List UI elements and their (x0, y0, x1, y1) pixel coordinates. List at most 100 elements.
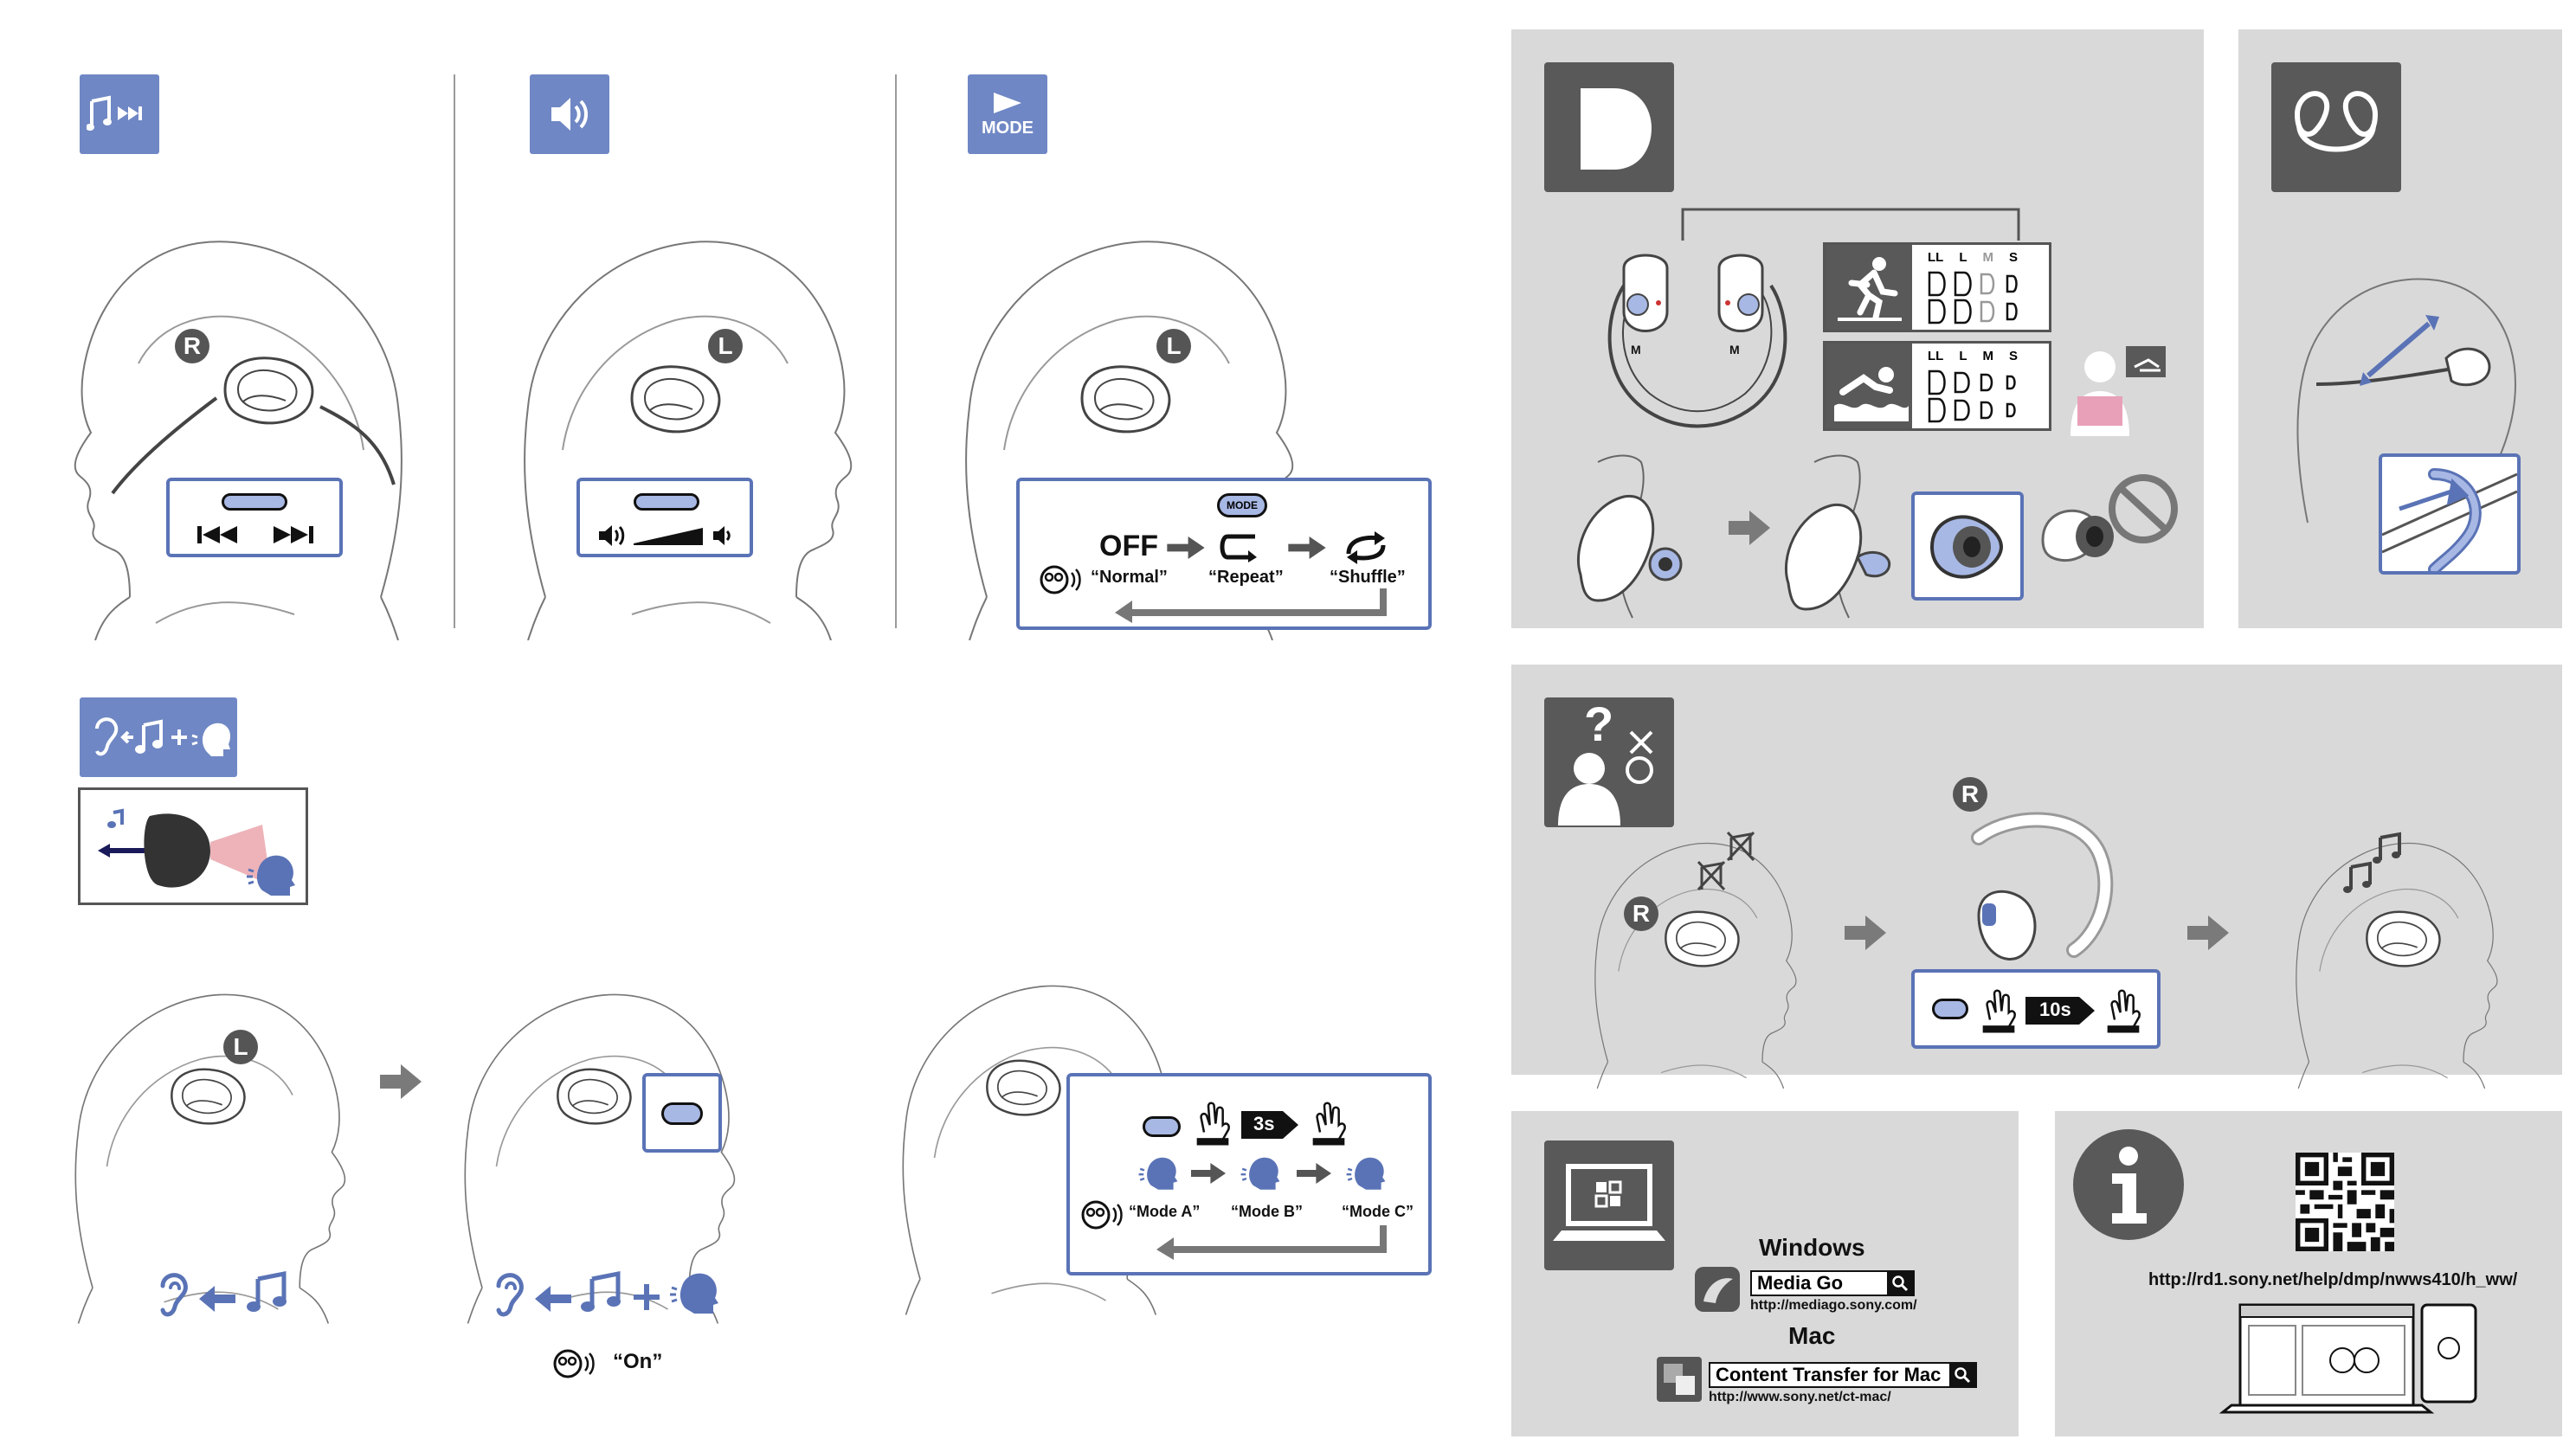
side-marker-ambient: L (223, 1030, 258, 1064)
earbud-d-icon (1581, 88, 1652, 170)
arrow-repeat-to-shuffle (1288, 536, 1326, 559)
arrow-a-to-b (1191, 1163, 1226, 1184)
mode-pill-button[interactable]: MODE (1217, 493, 1267, 517)
speaker-icon (551, 98, 588, 131)
help-url[interactable]: http://rd1.sony.net/help/dmp/nwws410/h_w… (2148, 1270, 2518, 1289)
swimming-icon-box (1826, 344, 1912, 428)
laptop-icon (1553, 1164, 1665, 1241)
mode-badge-label: MODE (982, 118, 1034, 138)
info-icon (2073, 1129, 2184, 1240)
side-marker-play: R (175, 329, 209, 363)
hold-timer-badge: 3s (1241, 1108, 1298, 1142)
content-transfer-label: Content Transfer for Mac (1716, 1364, 1942, 1385)
headset-bud-ambient-1 (164, 1061, 251, 1130)
ear-icon (156, 1269, 190, 1320)
size-m-left: M (1631, 343, 1641, 357)
arrow-left-blue (199, 1286, 235, 1312)
talk-icon-c (1345, 1151, 1387, 1192)
mac-label: Mac (1788, 1322, 1836, 1349)
search-icon-mac (1949, 1364, 1975, 1386)
headset-front-icon (2294, 91, 2379, 152)
mode-off-label: OFF (1099, 530, 1158, 562)
power-button[interactable] (1932, 999, 1968, 1019)
volume-up-icon (599, 525, 625, 546)
neckband-detail-icon (2382, 468, 2517, 571)
reset-timer-badge: 10s (2025, 993, 2095, 1028)
mode-loop-back-arrow (1156, 1225, 1387, 1260)
no-music-icon (1697, 831, 1755, 891)
voice-guide-icon-mode (1080, 1198, 1124, 1232)
shuffle-icon (1346, 531, 1386, 564)
media-go-icon (1695, 1267, 1740, 1312)
volume-ramp-icon (634, 528, 703, 545)
voice-on-label: “On” (613, 1350, 663, 1373)
content-transfer-url[interactable]: http://www.sony.net/ct-mac/ (1709, 1390, 1891, 1404)
ambient-button[interactable] (661, 1102, 703, 1125)
mode-controls-callout: MODE OFF “Normal” “Repeat” “Shuffle” (1016, 478, 1432, 630)
voice-guide-icon-on (552, 1346, 596, 1381)
swimming-sizes-box: LL L M S (1823, 341, 2051, 431)
run-size-ll: LL (1928, 250, 1944, 265)
swimming-icon (1834, 367, 1909, 421)
swimming-earbud-grid (1928, 369, 2016, 423)
headset-side-view (1971, 812, 2114, 961)
voice-mode-b-label: “Mode B” (1231, 1203, 1303, 1220)
volume-button[interactable] (634, 493, 699, 511)
headset-bud-ambient-2 (551, 1061, 637, 1130)
media-go-url[interactable]: http://mediago.sony.com/ (1750, 1298, 1917, 1313)
arrow-off-to-repeat (1167, 536, 1205, 559)
arrow-b-to-c (1297, 1163, 1331, 1184)
arrow-reset-2 (2186, 916, 2230, 950)
media-go-search[interactable]: Media Go (1750, 1270, 1915, 1296)
mic-illustration (98, 808, 271, 888)
play-section-badge (80, 74, 159, 154)
wearing-section-icon (2271, 62, 2401, 192)
ambient-mic-illustration (78, 787, 308, 905)
info-panel: http://rd1.sony.net/help/dmp/nwws410/h_w… (2055, 1111, 2562, 1436)
headset-top-view (1607, 254, 1787, 428)
voice-mode-a-label: “Mode A” (1129, 1203, 1201, 1220)
swim-size-s: S (2009, 349, 2019, 363)
software-section-icon (1544, 1140, 1674, 1270)
divider-1 (454, 74, 455, 628)
talk-icon-b (1240, 1151, 1281, 1192)
content-transfer-search[interactable]: Content Transfer for Mac (1709, 1362, 1977, 1388)
qr-code[interactable] (2296, 1153, 2394, 1251)
repeat-icon (1220, 534, 1257, 562)
help-devices-illustration (2219, 1303, 2477, 1414)
voice-guide-icon (1039, 562, 1082, 597)
run-size-s: S (2009, 250, 2019, 265)
ear-fitting-step-1 (1576, 454, 1683, 619)
neckband (111, 396, 396, 495)
earbud-fit-callout (1911, 491, 2024, 601)
earbuds-panel: M M LL L M S LL L M S (1511, 29, 2204, 628)
ambient-sound-icon (95, 717, 230, 756)
play-icon (994, 92, 1021, 113)
next-track-icon (274, 526, 313, 543)
music-note-icon-2 (580, 1270, 623, 1314)
media-go-label: Media Go (1757, 1272, 1844, 1294)
reset-release-hand-icon (2102, 983, 2145, 1035)
running-earbud-grid (1928, 271, 2018, 324)
case-bracket-line (1681, 208, 2020, 241)
run-size-l: L (1959, 250, 1967, 265)
reset-press-hand-icon (1977, 983, 2020, 1035)
reset-bud-2 (2360, 903, 2446, 973)
prev-next-button[interactable] (222, 493, 287, 511)
ambient-button-callout (642, 1073, 722, 1153)
voice-normal-label: “Normal” (1091, 568, 1168, 587)
swim-size-ll: LL (1928, 349, 1944, 363)
talk-icon-a (1137, 1151, 1179, 1192)
hold-time-label: 3s (1253, 1113, 1275, 1134)
earbud-closeup-icon (1929, 515, 2004, 579)
reset-panel: ? R R 10s (1511, 665, 2562, 1075)
plus-icon (634, 1284, 660, 1310)
software-panel: Windows Media Go http://mediago.sony.com… (1511, 1111, 2019, 1436)
ambient-mode-button[interactable] (1143, 1116, 1181, 1137)
earbud-section-icon (1544, 62, 1674, 192)
arrow-fitting-1 (1728, 511, 1771, 545)
side-marker-reset-1: R (1624, 896, 1658, 931)
wearing-panel (2238, 29, 2562, 628)
wearing-detail-callout (2379, 453, 2521, 575)
previous-track-icon (197, 526, 237, 543)
